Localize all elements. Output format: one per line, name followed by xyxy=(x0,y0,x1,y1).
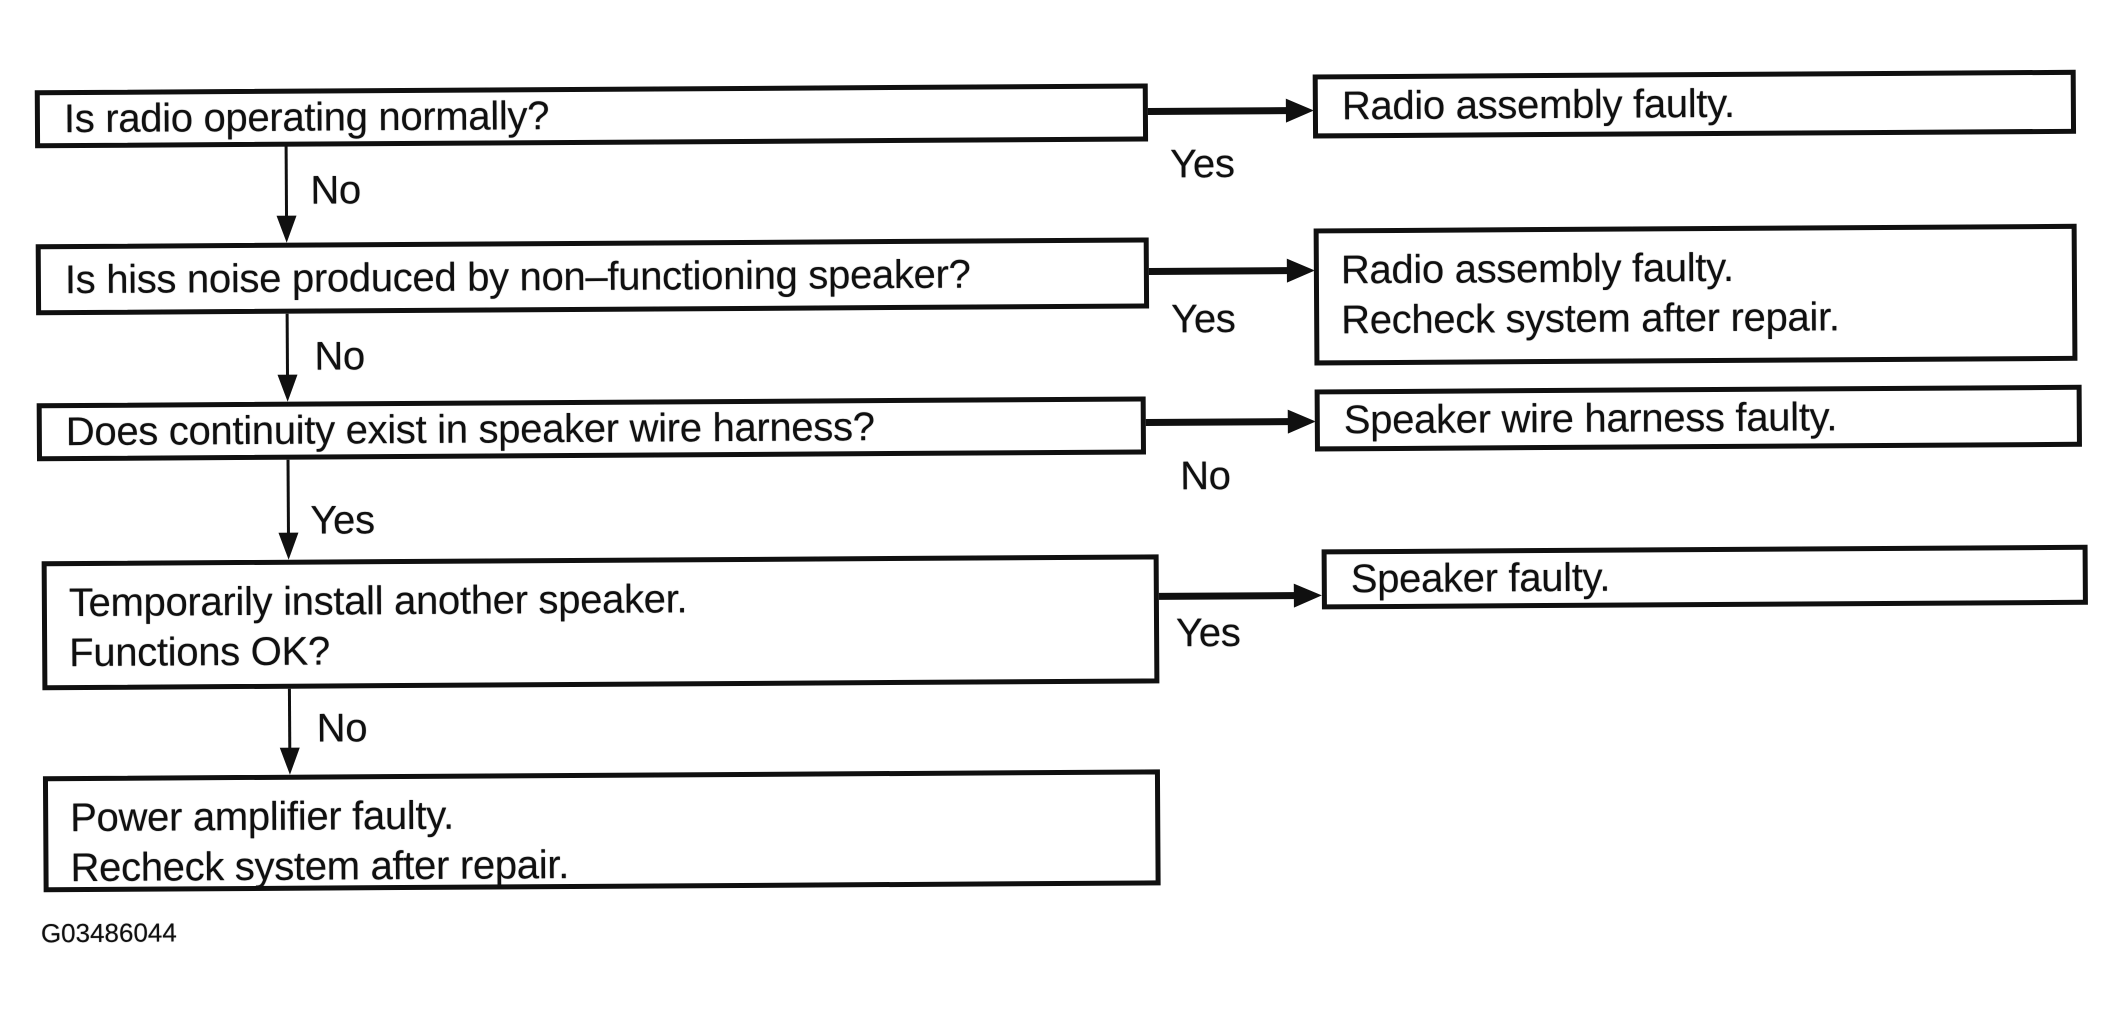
final-result-line1: Power amplifier faulty. xyxy=(70,793,454,841)
arrow-line xyxy=(1145,418,1300,426)
arrow-head-down-icon xyxy=(279,747,300,775)
arrow-head-right-icon xyxy=(1286,258,1315,283)
question-box-4: Temporarily install another speaker. Fun… xyxy=(41,554,1160,691)
arrow-head-down-icon xyxy=(278,532,299,560)
result-box-1: Radio assembly faulty. xyxy=(1312,69,2077,139)
result-box-4: Speaker faulty. xyxy=(1321,544,2088,610)
arrow-right-2 xyxy=(1148,258,1315,283)
branch-label-down-2: No xyxy=(314,334,366,379)
branch-label-right-4: Yes xyxy=(1175,610,1241,656)
result-box-2: Radio assembly faulty. Recheck system af… xyxy=(1313,223,2078,366)
final-result-line2: Recheck system after repair. xyxy=(70,843,570,891)
arrow-head-right-icon xyxy=(1293,583,1322,608)
question-text-2: Is hiss noise produced by non–functionin… xyxy=(64,252,971,302)
branch-label-right-3: No xyxy=(1179,453,1231,499)
result-text-4: Speaker faulty. xyxy=(1350,555,1611,602)
arrow-head-right-icon xyxy=(1287,409,1316,434)
branch-label-right-2: Yes xyxy=(1171,296,1236,342)
arrow-head-down-icon xyxy=(277,374,298,402)
question-box-1: Is radio operating normally? xyxy=(34,83,1149,149)
arrow-down-2 xyxy=(276,313,299,402)
arrow-line xyxy=(1147,107,1298,115)
result-text-3: Speaker wire harness faulty. xyxy=(1343,395,1838,443)
question-text-1: Is radio operating normally? xyxy=(63,94,550,142)
arrow-down-3 xyxy=(277,459,300,560)
arrow-line xyxy=(1158,592,1306,600)
question-box-3: Does continuity exist in speaker wire ha… xyxy=(36,396,1146,462)
arrow-head-down-icon xyxy=(276,215,297,243)
result-box-3: Speaker wire harness faulty. xyxy=(1314,384,2082,452)
branch-label-down-3: Yes xyxy=(310,498,375,543)
question-text-3: Does continuity exist in speaker wire ha… xyxy=(65,405,875,455)
result-text-2-line1: Radio assembly faulty. xyxy=(1340,245,1734,293)
question-text-4-line2: Functions OK? xyxy=(69,629,330,676)
question-text-4-line1: Temporarily install another speaker. xyxy=(68,577,688,626)
arrow-line xyxy=(1148,267,1299,275)
result-text-2-line2: Recheck system after repair. xyxy=(1341,295,1840,343)
arrow-down-1 xyxy=(275,145,298,243)
arrow-right-4 xyxy=(1158,583,1322,608)
branch-label-down-4: No xyxy=(316,706,368,751)
result-text-1: Radio assembly faulty. xyxy=(1341,81,1735,129)
final-result-box: Power amplifier faulty. Recheck system a… xyxy=(42,769,1161,893)
arrow-head-right-icon xyxy=(1285,98,1314,123)
arrow-right-3 xyxy=(1145,409,1316,434)
figure-code: G03486044 xyxy=(40,917,177,949)
question-box-2: Is hiss noise produced by non–functionin… xyxy=(35,237,1150,316)
branch-label-right-1: Yes xyxy=(1170,141,1235,187)
branch-label-down-1: No xyxy=(310,168,362,213)
arrow-right-1 xyxy=(1147,98,1314,123)
arrow-down-4 xyxy=(278,688,301,775)
